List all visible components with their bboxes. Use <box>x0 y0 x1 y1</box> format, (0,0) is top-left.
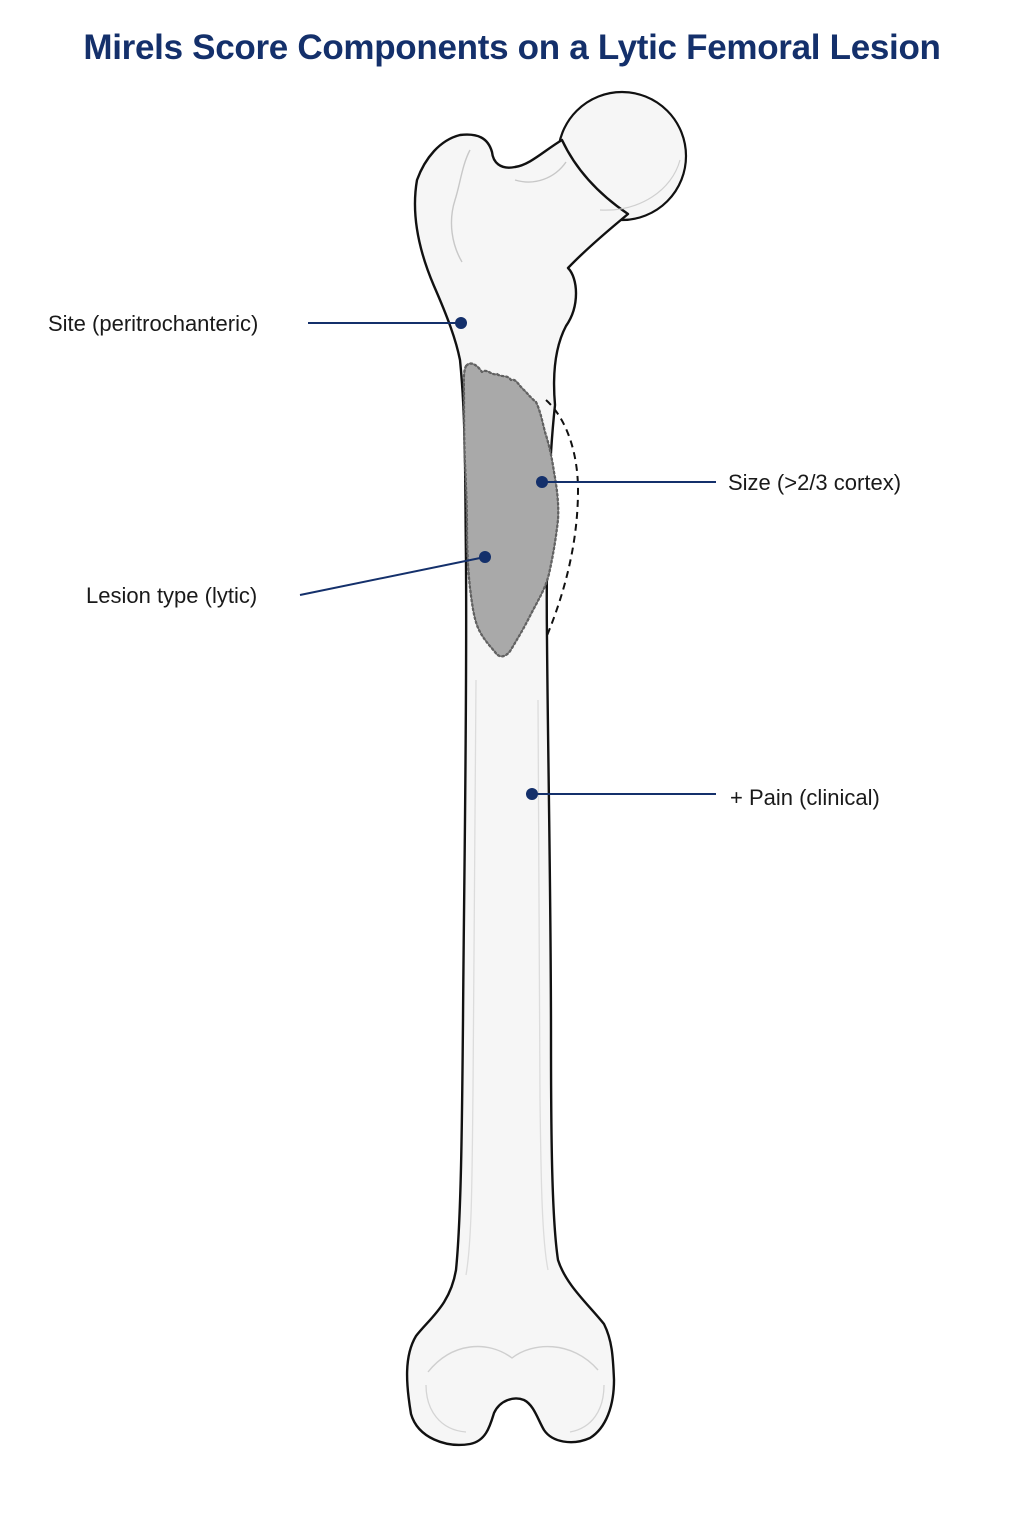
lesion-edge-texture <box>463 362 559 657</box>
leader-line-lesion <box>299 556 486 596</box>
shading-neck <box>514 161 567 183</box>
leader-dot-site <box>455 317 467 329</box>
leader-lines <box>299 317 716 800</box>
label-size: Size (>2/3 cortex) <box>728 470 902 495</box>
shading-condyles <box>427 1345 599 1373</box>
femur-body <box>405 133 630 1447</box>
shading-condyle-left <box>425 1384 467 1433</box>
femur-bone <box>405 90 688 1447</box>
page-title: Mirels Score Components on a Lytic Femor… <box>83 28 941 67</box>
shading-shaft-left <box>465 679 477 1276</box>
shading-condyle-right <box>569 1384 605 1433</box>
shading-head <box>599 159 681 211</box>
label-lesion-type: Lesion type (lytic) <box>86 583 258 608</box>
shading-greater-trochanter <box>450 149 471 263</box>
label-site: Site (peritrochanteric) <box>48 311 259 336</box>
leader-dot-lesion <box>479 551 491 563</box>
label-pain: + Pain (clinical) <box>730 785 880 810</box>
cortex-involvement-dashed <box>545 399 580 639</box>
leader-dot-size <box>536 476 548 488</box>
shading-shaft-right <box>537 699 549 1271</box>
leader-dot-pain <box>526 788 538 800</box>
